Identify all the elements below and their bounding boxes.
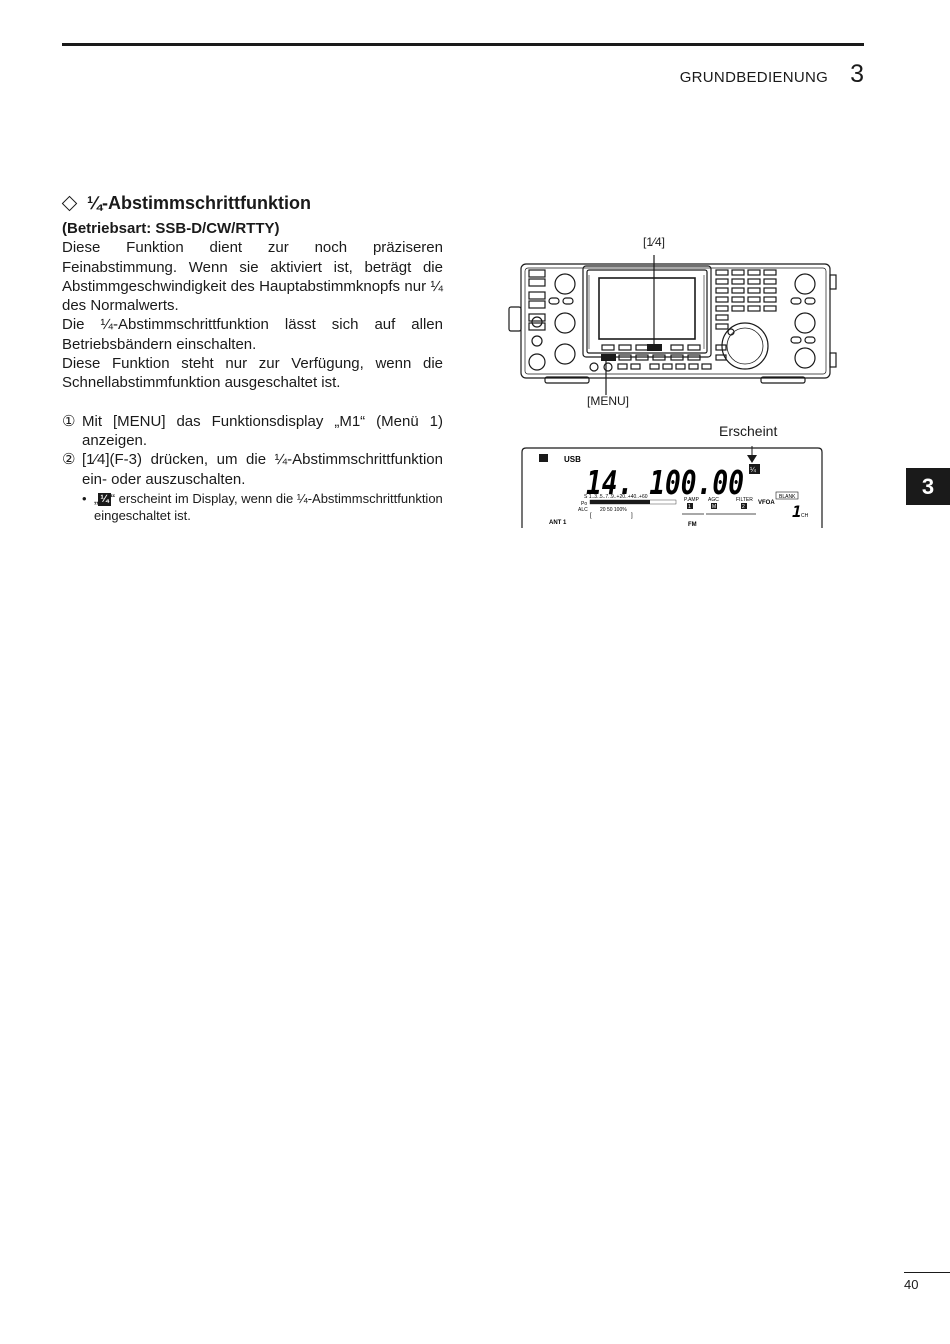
blank-indicator: BLANK <box>779 494 796 500</box>
label-menu-key: [MENU] <box>587 394 629 408</box>
steps-list: ① Mit [MENU] das Funktionsdisplay „M1“ (… <box>62 412 443 524</box>
bullet-note: • „¼“ erscheint im Display, wenn die ¼-A… <box>82 490 443 524</box>
chapter-header: GRUNDBEDIENUNG 3 <box>680 60 864 89</box>
page-number: 40 <box>904 1277 919 1292</box>
quarter-step-icon: ¼ <box>98 492 111 506</box>
quarter-step-lcd-icon: ¼ <box>750 467 756 474</box>
alc-label: ALC <box>578 507 588 513</box>
dsp-icon <box>539 454 548 462</box>
agc-value: M <box>712 504 716 510</box>
s-meter-scale: S 1..3..5..7..9..+20..+40..+60 <box>584 494 648 500</box>
vfo-indicator: VFOA <box>758 500 775 506</box>
chapter-title: GRUNDBEDIENUNG <box>679 69 829 86</box>
lcd-display-illustration: USB 14. 100.00 ¼ S 1..3..5..7..9..+20..+… <box>521 446 823 528</box>
channel-label: CH <box>801 513 809 519</box>
pamp-value: 1 <box>688 504 691 510</box>
section-heading: ¼-Abstimmschrittfunktion <box>61 193 312 214</box>
step-1: ① Mit [MENU] das Funktionsdisplay „M1“ (… <box>62 412 443 451</box>
diamond-icon <box>61 195 78 212</box>
footer-rule <box>904 1272 950 1273</box>
label-quarter-key: [1⁄4] <box>643 235 666 249</box>
transceiver-front-panel-illustration <box>508 255 837 395</box>
step-text: [1⁄4](F-3) drücken, um die ¼-Abstimmschr… <box>82 451 443 488</box>
section-title: ¼-Abstimmschrittfunktion <box>87 193 312 213</box>
meter-bar <box>590 500 650 504</box>
body-text: (Betriebsart: SSB-D/CW/RTTY) Diese Funkt… <box>62 219 443 524</box>
frequency-readout: 14. 100.00 <box>586 463 744 502</box>
paragraph-3: Diese Funktion steht nur zur Verfügung, … <box>62 355 443 392</box>
top-rule <box>62 43 864 46</box>
pamp-label: P.AMP <box>684 497 700 503</box>
bullet-dot-icon: • <box>82 490 87 506</box>
po-scale: 20 50 100% <box>600 507 627 513</box>
svg-text:[: [ <box>590 513 592 519</box>
agc-label: AGC <box>708 497 719 503</box>
label-appears: Erscheint <box>719 423 778 439</box>
mode-line: (Betriebsart: SSB-D/CW/RTTY) <box>62 220 280 237</box>
mode-indicator: USB <box>564 455 581 464</box>
filter-value: 2 <box>742 504 745 510</box>
step-number: ① <box>62 412 76 430</box>
chapter-side-tab: 3 <box>906 468 950 505</box>
paragraph-2: Die ¼-Abstimmschrittfunktion lässt sich … <box>62 316 443 353</box>
step-text: Mit [MENU] das Funktionsdisplay „M1“ (Me… <box>82 412 443 449</box>
svg-text:]: ] <box>631 513 633 519</box>
bullet-text: „¼“ erscheint im Display, wenn die ¼-Abs… <box>94 490 443 523</box>
paragraph-1: Diese Funktion dient zur noch präziseren… <box>62 239 443 315</box>
antenna-indicator: ANT 1 <box>549 520 567 526</box>
step-2: ② [1⁄4](F-3) drücken, um die ¼-Abstimmsc… <box>62 450 443 489</box>
fm-indicator: FM <box>688 522 697 528</box>
channel-number: 1 <box>792 502 802 521</box>
step-number: ② <box>62 451 76 469</box>
po-label: Po <box>581 501 587 507</box>
filter-label: FILTER <box>736 497 753 503</box>
chapter-number: 3 <box>850 60 864 88</box>
